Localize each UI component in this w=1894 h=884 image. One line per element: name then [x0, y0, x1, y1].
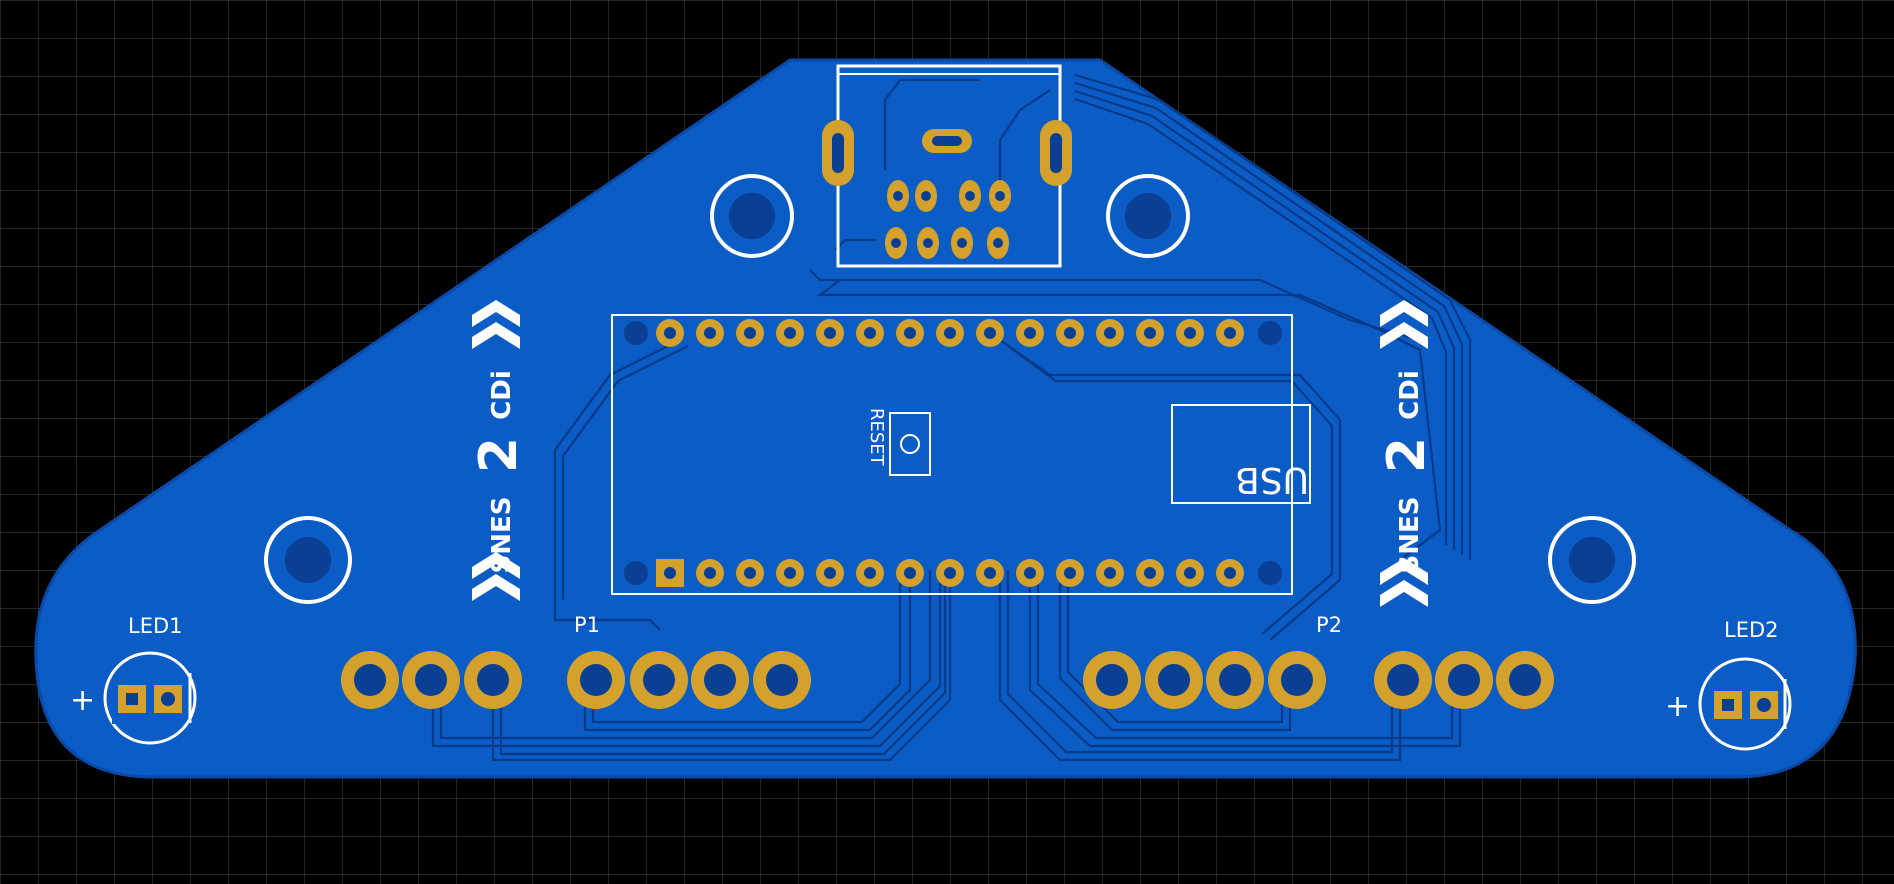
port-pad — [753, 651, 811, 709]
mount-hole-left — [264, 516, 352, 604]
led1-label: LED1 — [128, 614, 183, 638]
header-pin — [1216, 559, 1244, 587]
reset-label: RESET — [866, 408, 887, 467]
header-pin — [656, 319, 684, 347]
chevron-up-icon-left-top — [472, 300, 520, 349]
led1-footprint — [103, 651, 197, 745]
header-pin — [736, 559, 764, 587]
mount-hole-top-left — [710, 174, 794, 258]
mcu-header-bottom-row — [656, 559, 1244, 587]
header-pin — [896, 559, 924, 587]
mount-hole-top-right — [1106, 174, 1190, 258]
chevron-up-icon-left-bottom — [472, 552, 520, 601]
header-pin — [816, 559, 844, 587]
usb-connector-footprint — [822, 64, 1072, 268]
header-pin — [896, 319, 924, 347]
led1-plus-label: + — [70, 683, 95, 718]
mount-hole-right — [1548, 516, 1636, 604]
port-pad — [1268, 651, 1326, 709]
header-pin — [976, 559, 1004, 587]
header-pin — [1056, 319, 1084, 347]
port-pad — [341, 651, 399, 709]
header-pin — [1216, 319, 1244, 347]
header-pin — [1056, 559, 1084, 587]
header-pin — [1096, 559, 1124, 587]
brand-word-left: SNES — [487, 497, 517, 574]
traces — [431, 73, 1472, 762]
port-pad — [1206, 651, 1264, 709]
usb-port-outline — [1171, 404, 1311, 504]
header-pin — [696, 559, 724, 587]
led2-label: LED2 — [1724, 618, 1779, 642]
header-pin — [736, 319, 764, 347]
usb-label: USB — [1235, 459, 1309, 500]
controller-port-pads — [341, 651, 1554, 709]
led2-footprint — [1698, 657, 1792, 751]
header-pin — [1016, 559, 1044, 587]
header-pin — [1176, 559, 1204, 587]
chevron-up-icon-right-bottom — [1380, 558, 1428, 607]
header-pin — [656, 559, 684, 587]
header-pin — [976, 319, 1004, 347]
header-pin — [856, 559, 884, 587]
port-pad — [402, 651, 460, 709]
chevron-icons — [472, 300, 1428, 607]
header-pin — [936, 559, 964, 587]
p2-label: P2 — [1316, 613, 1342, 637]
mounting-holes — [264, 174, 1636, 604]
silkscreen-labels: LED1 LED2 P1 P2 + + RESET USB SNES 2 CDi… — [70, 370, 1779, 724]
brand-tail-right: CDi — [1395, 370, 1425, 420]
mcu-module-outline — [611, 314, 1311, 595]
board-outline — [34, 58, 1857, 779]
brand-logo-right: SNES 2 CDi — [1377, 370, 1437, 573]
port-pad — [567, 651, 625, 709]
header-pin — [856, 319, 884, 347]
brand-num-left: 2 — [469, 437, 529, 473]
p1-label: P1 — [574, 613, 600, 637]
header-pin — [1136, 559, 1164, 587]
header-pin — [1136, 319, 1164, 347]
port-pad — [1145, 651, 1203, 709]
port-pad — [1374, 651, 1432, 709]
header-pin — [776, 319, 804, 347]
header-pin — [776, 559, 804, 587]
port-pad — [464, 651, 522, 709]
header-pin — [936, 319, 964, 347]
brand-word-right: SNES — [1395, 497, 1425, 574]
mcu-header-top-row — [656, 319, 1244, 347]
port-pad — [630, 651, 688, 709]
header-pin — [1016, 319, 1044, 347]
chevron-up-icon-right-top — [1380, 300, 1428, 349]
reset-button-footprint — [889, 412, 931, 476]
header-pin — [816, 319, 844, 347]
port-pad — [1435, 651, 1493, 709]
port-pad — [1496, 651, 1554, 709]
brand-num-right: 2 — [1377, 437, 1437, 473]
led2-plus-label: + — [1665, 689, 1690, 724]
brand-logo-left: SNES 2 CDi — [469, 370, 529, 573]
header-pin — [696, 319, 724, 347]
brand-tail-left: CDi — [487, 370, 517, 420]
header-pin — [1176, 319, 1204, 347]
port-pad — [1083, 651, 1141, 709]
port-pad — [691, 651, 749, 709]
header-pin — [1096, 319, 1124, 347]
